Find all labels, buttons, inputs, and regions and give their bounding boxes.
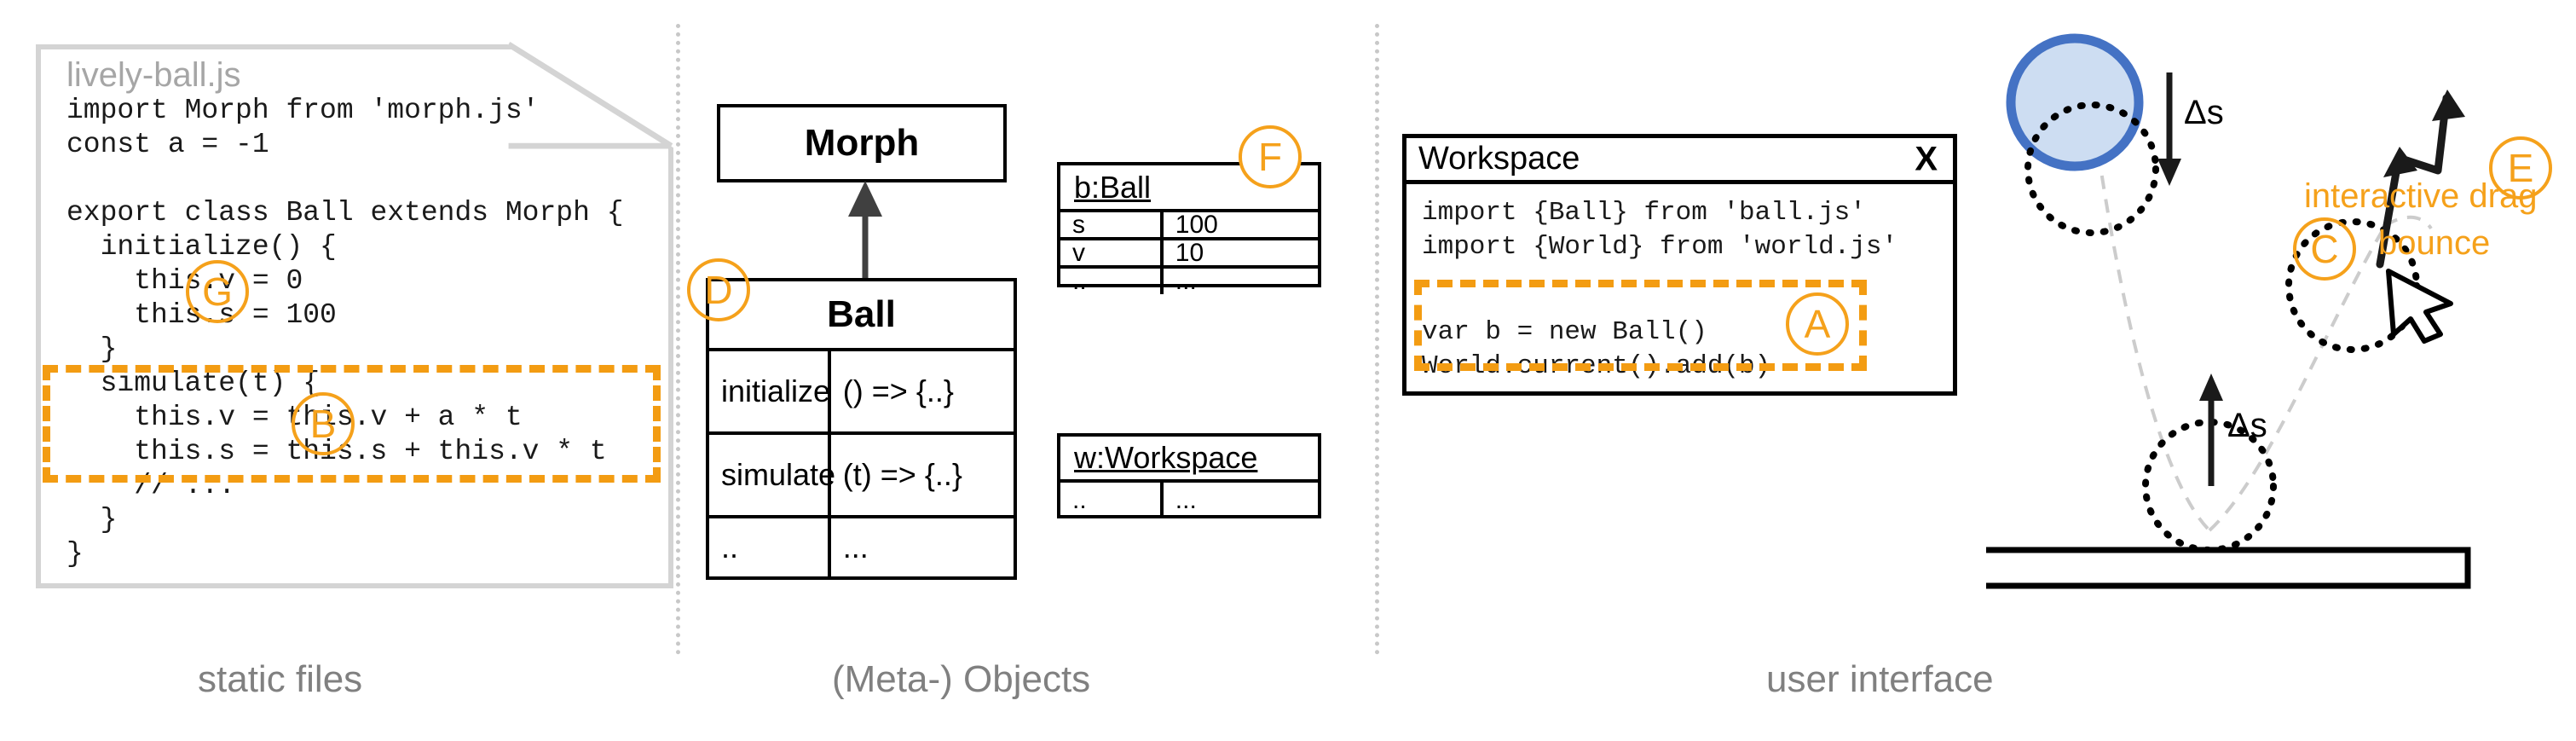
file-card: lively-ball.js import Morph from 'morph.… [36,42,673,588]
uml-member-name: initialize [709,351,831,431]
delta-s-label-bottom: Δs [2227,407,2267,444]
object-table-workspace-header: w:Workspace [1074,440,1258,475]
object-row: s 100 [1060,209,1318,239]
highlight-box-simulate [43,365,661,483]
marker-d-label: D [704,268,733,312]
object-key: .. [1060,483,1164,518]
uml-class-ball-title: Ball [827,293,896,335]
uml-row: .. ... [709,515,1014,576]
marker-b-label: B [309,402,337,446]
object-row: .. ... [1060,265,1318,295]
object-value: 100 [1175,210,1218,239]
file-card-body [36,44,673,588]
inheritance-arrow-icon [848,181,882,285]
object-value: ... [1175,486,1197,514]
object-key: .. [1060,267,1164,295]
marker-b: B [292,392,355,455]
uml-class-ball: Ball initialize () => {..} simulate (t) … [706,278,1017,580]
uml-row: simulate (t) => {..} [709,431,1014,515]
marker-a-label: A [1804,302,1831,346]
marker-d: D [687,258,750,321]
object-value: 10 [1175,238,1204,267]
object-value: ... [1175,267,1197,295]
object-table-workspace: w:Workspace .. ... [1057,433,1321,518]
object-table-ball: b:Ball s 100 v 10 .. ... [1057,162,1321,295]
page-fold-icon [506,42,673,149]
workspace-title: Workspace [1418,141,1580,177]
object-row: .. ... [1060,479,1318,518]
close-icon[interactable]: X [1915,140,1938,177]
file-name-label: lively-ball.js [66,56,241,94]
workspace-titlebar[interactable]: Workspace X [1406,138,1953,184]
object-table-ball-header: b:Ball [1074,169,1152,205]
workspace-code-imports[interactable]: import {Ball} from 'ball.js' import {Wor… [1422,198,1898,262]
ball-simulation-scene: Δs Δs [1986,0,2576,648]
marker-g-label: G [202,269,233,314]
object-row: v 10 [1060,237,1318,267]
marker-e-label: E [2507,146,2534,190]
ball-scene-graphics [1986,33,2471,589]
marker-g: G [186,260,249,323]
interactive-drag-label: interactive drag [2304,177,2538,215]
workspace-window[interactable]: Workspace X import {Ball} from 'ball.js'… [1402,134,1957,396]
divider-right [1375,24,1379,655]
bounce-label: bounce [2378,224,2491,262]
uml-member-value: (t) => {..} [842,457,962,492]
uml-member-value: ... [842,530,869,564]
uml-class-morph: Morph [717,104,1007,182]
uml-member-value: () => {..} [842,373,954,408]
marker-c-label: C [2310,227,2339,271]
object-key: s [1060,211,1164,239]
uml-class-morph-title: Morph [804,122,920,164]
marker-f-label: F [1257,135,1283,179]
caption-meta-objects: (Meta-) Objects [832,658,1091,700]
uml-member-name: .. [709,518,831,576]
uml-member-name: simulate [709,435,835,515]
uml-row: initialize () => {..} [709,348,1014,431]
object-key: v [1060,239,1164,267]
delta-s-label-top: Δs [2184,94,2224,131]
file-source-code: import Morph from 'morph.js' const a = -… [66,95,624,570]
caption-user-interface: user interface [1766,658,1994,700]
highlight-box-workspace-selection [1414,280,1867,371]
caption-static-files: static files [198,658,363,700]
marker-e: E [2489,136,2552,200]
marker-c: C [2293,217,2356,281]
marker-a: A [1786,292,1849,356]
divider-left [676,24,680,655]
marker-f: F [1239,125,1302,188]
